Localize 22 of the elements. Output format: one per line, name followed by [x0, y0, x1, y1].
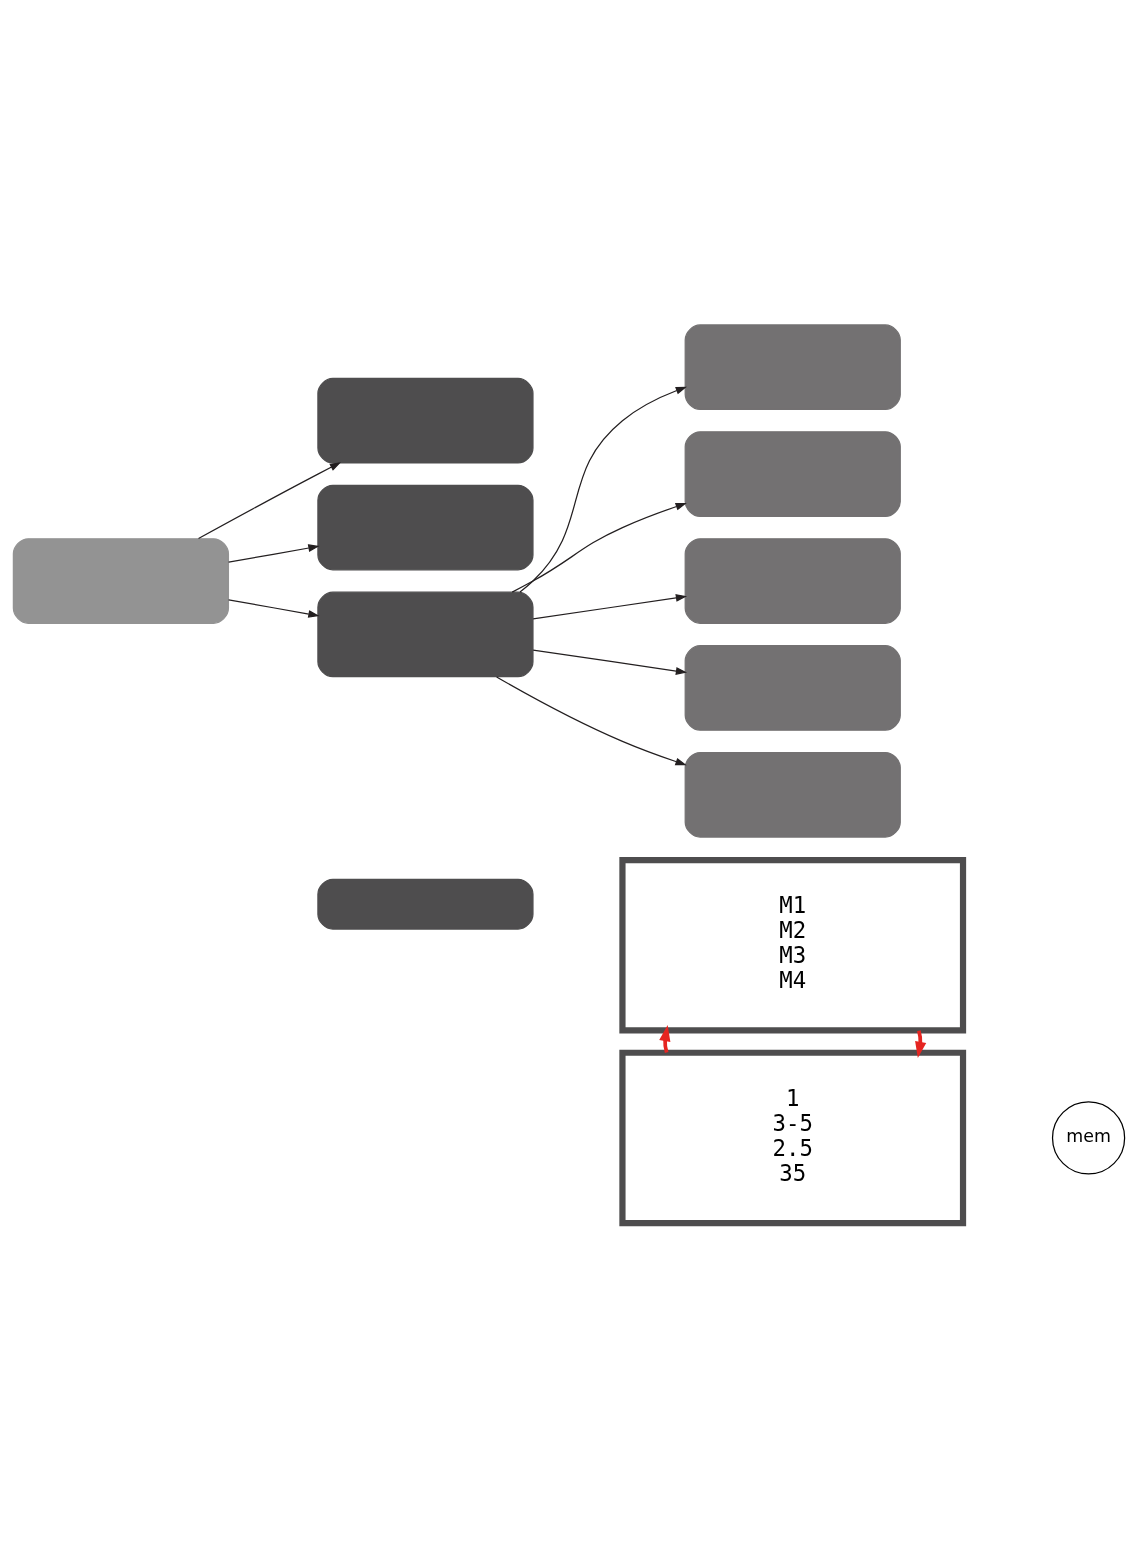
node-box: [684, 323, 901, 410]
node-box: [684, 644, 901, 731]
node-box: [317, 591, 534, 677]
node-box: [317, 878, 534, 930]
node-box: [684, 537, 901, 624]
arrow: [197, 461, 342, 539]
arrow: [228, 598, 320, 618]
node-circle: mem: [1051, 1100, 1126, 1175]
node-box: [317, 377, 534, 464]
node-box: [12, 537, 230, 624]
node-box: 1 3-5 2.5 35: [619, 1049, 967, 1226]
arrow: [532, 593, 688, 619]
arrow: [915, 1029, 927, 1058]
arrow: [511, 502, 687, 593]
node-box: M1 M2 M3 M4: [619, 856, 967, 1033]
arrow: [519, 386, 687, 593]
node-box: [317, 484, 534, 570]
node-box: [684, 430, 901, 517]
node-box: [684, 751, 901, 838]
arrow: [228, 543, 320, 563]
arrow: [496, 675, 687, 765]
arrow: [532, 648, 688, 675]
